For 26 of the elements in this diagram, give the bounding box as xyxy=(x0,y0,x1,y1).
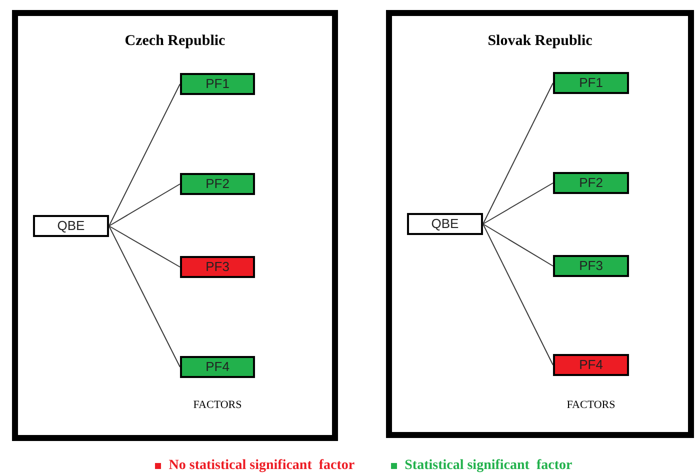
factor-box: PF4 xyxy=(180,356,255,378)
connector-line xyxy=(482,224,554,266)
connector-line xyxy=(108,84,180,226)
factor-box: PF2 xyxy=(180,173,255,195)
connector-line xyxy=(108,226,180,368)
factor-box: PF1 xyxy=(180,73,255,95)
legend-text: Statistical significant factor xyxy=(404,457,572,473)
factors-label: FACTORS xyxy=(566,398,616,413)
connector-line xyxy=(108,184,180,226)
connector-line xyxy=(108,226,180,268)
connector-line xyxy=(482,82,554,224)
panel-title: Czech Republic xyxy=(124,32,226,51)
legend-text: No statistical significant factor xyxy=(168,457,355,473)
factors-label: FACTORS xyxy=(192,398,243,413)
factor-box: PF2 xyxy=(553,172,629,194)
country-panel xyxy=(12,10,338,441)
connector-line xyxy=(482,182,554,224)
factor-box: QBE xyxy=(33,215,109,237)
factor-box: QBE xyxy=(407,213,483,235)
factor-box: PF3 xyxy=(180,256,255,278)
connector-line xyxy=(482,224,554,366)
factor-box: PF1 xyxy=(553,72,629,94)
factor-box: PF4 xyxy=(553,354,629,376)
panel-title: Slovak Republic xyxy=(486,32,594,51)
country-panel xyxy=(386,10,694,438)
factor-box: PF3 xyxy=(553,255,629,277)
